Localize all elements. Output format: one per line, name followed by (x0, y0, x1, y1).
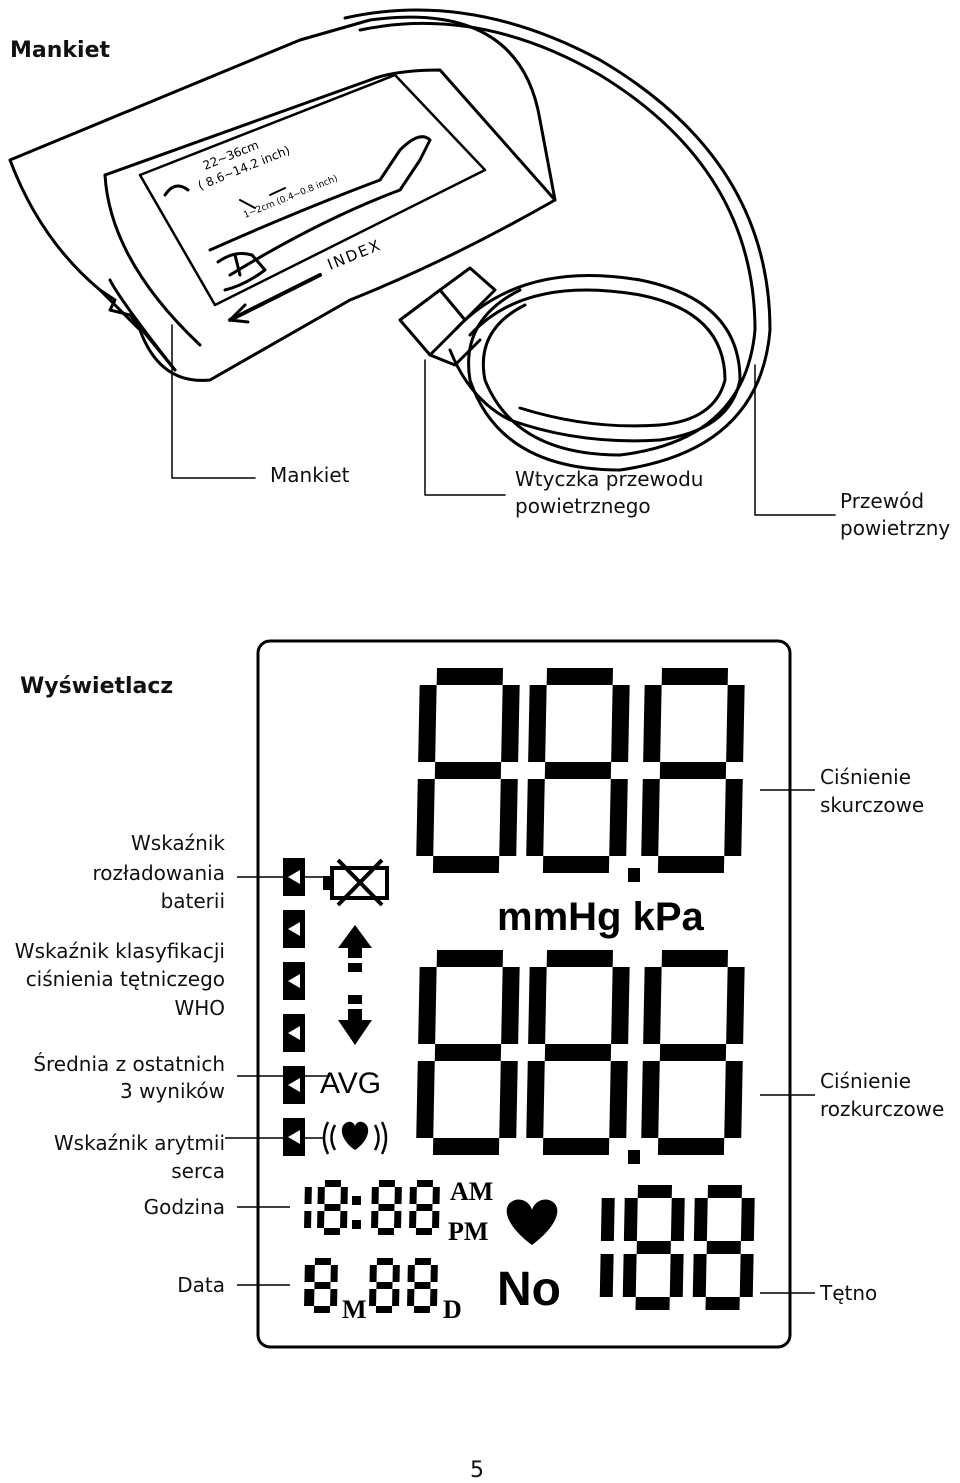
date-digit-2 (307, 1258, 338, 1313)
arrhythmia-label-line2: serca (171, 1159, 225, 1183)
systolic-digit-1 (416, 668, 520, 873)
pulse-digit-3 (692, 1185, 755, 1310)
systolic-label-line1: Ciśnienie (820, 765, 912, 789)
diastolic-digit-2 (526, 950, 630, 1155)
pm-indicator: PM (448, 1217, 488, 1246)
diastolic-decimal-point (628, 1150, 640, 1164)
time-digit-4 (409, 1180, 440, 1235)
pulse-digit-1 (599, 1198, 615, 1297)
date-digit-1 (304, 1265, 312, 1306)
arrow-down-icon (338, 995, 372, 1045)
cuff-illustration: 22~36cm ( 8.6~14.2 inch) 1~2cm (0.4~0.8 … (8, 8, 836, 516)
systolic-decimal-point (628, 868, 640, 882)
arrow-up-icon (338, 925, 372, 972)
plug-label-line1: Wtyczka przewodu (515, 467, 704, 491)
systolic-digit-2 (526, 668, 630, 873)
battery-label-line1: Wskaźnik (131, 831, 225, 855)
time-colon-top (352, 1196, 361, 1205)
time-colon-bottom (352, 1220, 361, 1229)
date-digit-4 (407, 1258, 438, 1313)
unit-label: mmHg kPa (497, 895, 704, 939)
diastolic-label-line2: rozkurczowe (820, 1097, 945, 1121)
cuff-label: Mankiet (270, 463, 350, 487)
month-indicator: M (342, 1295, 367, 1324)
display-heading: Wyświetlacz (20, 674, 174, 699)
avg-label-line2: 3 wyników (120, 1079, 225, 1103)
plug-label-line2: powietrznego (515, 494, 651, 518)
avg-indicator: AVG (320, 1067, 381, 1100)
systolic-digit-3 (641, 668, 745, 873)
page-number: 5 (470, 1458, 484, 1483)
diastolic-digit-1 (416, 950, 520, 1155)
time-digit-3 (371, 1180, 402, 1235)
day-indicator: D (443, 1295, 462, 1324)
avg-label-line1: Średnia z ostatnich (33, 1052, 225, 1076)
time-label: Godzina (143, 1195, 225, 1219)
hose-label-line1: Przewód (840, 489, 925, 513)
date-digit-3 (369, 1258, 400, 1313)
pulse-label: Tętno (820, 1281, 878, 1305)
time-digit-2 (317, 1180, 348, 1235)
battery-label-line2: rozładowania (92, 861, 226, 885)
pulse-digit-2 (622, 1185, 685, 1310)
pulse-heart-icon (506, 1199, 558, 1245)
who-label-line2: ciśnienia tętniczego (25, 967, 225, 991)
cuff-heading: Mankiet (10, 38, 111, 63)
systolic-label-line2: skurczowe (820, 793, 925, 817)
hose-label-line2: powietrzny (840, 516, 951, 540)
memory-no-label: No (497, 1263, 561, 1316)
diastolic-label-line1: Ciśnienie (820, 1069, 912, 1093)
date-label: Data (177, 1273, 225, 1297)
battery-icon (323, 858, 389, 907)
diastolic-digit-3 (641, 950, 745, 1155)
who-indicator-column (283, 858, 305, 1156)
time-digit-1 (304, 1187, 312, 1228)
index-mark: INDEX (325, 236, 385, 274)
arrhythmia-heart-icon (322, 1121, 388, 1155)
who-label-line1: Wskaźnik klasyfikacji (14, 939, 225, 963)
am-indicator: AM (450, 1177, 493, 1206)
who-label-line3: WHO (174, 996, 225, 1020)
arrhythmia-label-line1: Wskaźnik arytmii (53, 1131, 225, 1155)
battery-label-line3: baterii (160, 889, 225, 913)
